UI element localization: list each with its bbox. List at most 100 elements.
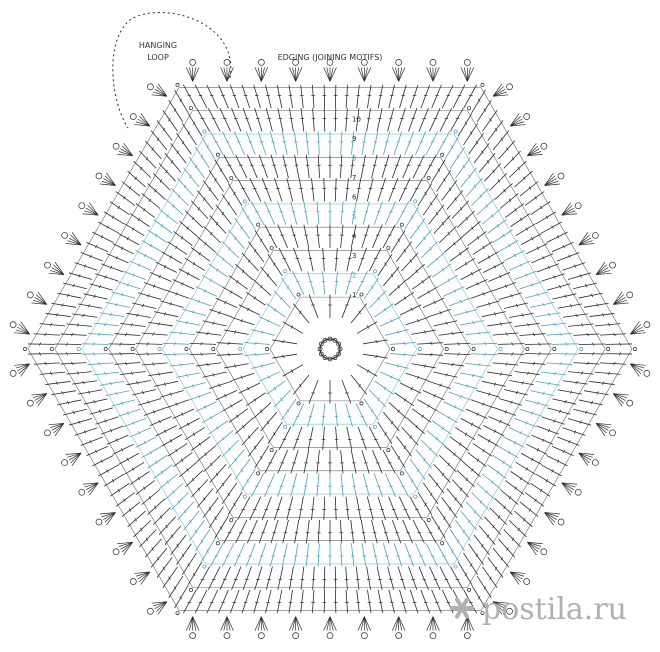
stitch bbox=[428, 380, 451, 389]
stitch-bar bbox=[119, 352, 122, 356]
stitch-bar bbox=[197, 299, 201, 304]
corner-chain bbox=[211, 347, 216, 351]
stitch-bar bbox=[163, 382, 167, 386]
stitch bbox=[282, 154, 289, 179]
stitch-bar bbox=[106, 469, 109, 473]
stitch bbox=[167, 443, 188, 457]
picot bbox=[626, 399, 634, 407]
fan-stitch bbox=[630, 363, 645, 369]
fan-stitch bbox=[32, 393, 47, 399]
stitch-bar bbox=[254, 445, 257, 450]
stitch-bar bbox=[443, 516, 446, 520]
corner-chain bbox=[498, 347, 503, 351]
corner-chain bbox=[386, 448, 391, 453]
stitch-bar bbox=[465, 384, 469, 388]
stitch-bar bbox=[254, 352, 257, 357]
row-outline bbox=[81, 133, 579, 565]
stitch-row bbox=[130, 176, 530, 522]
picot bbox=[463, 59, 471, 66]
stitch bbox=[372, 449, 383, 474]
corner-chain bbox=[440, 541, 445, 546]
stitch-bar bbox=[227, 352, 230, 357]
stitch bbox=[406, 417, 425, 435]
stitch bbox=[444, 445, 463, 462]
stitch-bar bbox=[453, 289, 457, 293]
stitch-bar bbox=[538, 342, 541, 346]
stitch-bar bbox=[430, 201, 433, 206]
stitch bbox=[552, 398, 577, 405]
stitch-bar bbox=[240, 468, 243, 473]
stitch-bar bbox=[447, 278, 450, 283]
fan-stitch bbox=[357, 616, 365, 631]
stitch-bar bbox=[515, 303, 519, 308]
stitch-bar bbox=[183, 509, 187, 514]
stitch-bar bbox=[464, 432, 468, 436]
fan-stitch bbox=[510, 571, 523, 580]
corner-chain bbox=[399, 471, 404, 476]
stitch-bar bbox=[487, 439, 491, 443]
stitch bbox=[583, 390, 609, 396]
stitch bbox=[317, 519, 321, 544]
stitch-bar bbox=[519, 217, 523, 222]
stitch-bar bbox=[465, 310, 469, 314]
edging-fan bbox=[129, 571, 151, 585]
stitch bbox=[463, 84, 477, 109]
corner-chain bbox=[175, 82, 180, 87]
fan-stitch bbox=[613, 299, 628, 305]
stitch bbox=[452, 84, 466, 109]
stitch-bar bbox=[377, 397, 380, 402]
stitch bbox=[246, 519, 258, 544]
stitch-bar bbox=[502, 233, 505, 238]
stitch-bar bbox=[508, 243, 511, 248]
picot bbox=[626, 291, 634, 299]
stitch-bar bbox=[246, 215, 249, 219]
stitch bbox=[135, 203, 155, 218]
stitch bbox=[202, 180, 219, 201]
stitch bbox=[250, 473, 265, 497]
fan-stitch bbox=[15, 329, 30, 335]
stitch-bar bbox=[607, 371, 611, 376]
stitch bbox=[547, 283, 571, 291]
stitch bbox=[307, 247, 314, 272]
stitch bbox=[231, 108, 242, 132]
stitch bbox=[535, 473, 557, 487]
stitch bbox=[188, 391, 212, 401]
stitch bbox=[169, 362, 195, 367]
stitch bbox=[471, 89, 486, 113]
stitch bbox=[238, 304, 261, 316]
stitch bbox=[298, 177, 304, 202]
stitch bbox=[340, 224, 344, 248]
stitch-bar bbox=[441, 268, 444, 272]
stitch-bar bbox=[435, 482, 439, 487]
fan-stitch bbox=[561, 202, 571, 216]
stitch bbox=[277, 201, 287, 225]
stitch-bar bbox=[215, 221, 219, 226]
stitch-bar bbox=[453, 241, 456, 246]
stitch-bar bbox=[172, 490, 175, 494]
stitch bbox=[366, 496, 374, 521]
fan-stitch bbox=[257, 616, 262, 631]
stitch bbox=[207, 566, 221, 591]
stitch-bar bbox=[366, 325, 370, 329]
stitch bbox=[181, 552, 197, 576]
stitch bbox=[194, 84, 208, 109]
stitch bbox=[127, 510, 146, 528]
stitch-bar bbox=[601, 313, 605, 317]
stitch bbox=[182, 382, 206, 390]
corner-chain bbox=[103, 347, 108, 351]
stitch bbox=[473, 534, 490, 555]
stitch bbox=[408, 108, 418, 132]
fan-stitch bbox=[156, 601, 168, 612]
fan-stitch bbox=[226, 67, 231, 82]
stitch bbox=[467, 452, 487, 467]
fan-stitch bbox=[595, 261, 606, 275]
edging-fan bbox=[95, 512, 116, 526]
fan-stitch bbox=[578, 452, 595, 455]
stitch bbox=[334, 84, 337, 109]
stitch bbox=[345, 496, 349, 520]
stitch bbox=[531, 434, 554, 445]
picot bbox=[95, 172, 103, 180]
stitch bbox=[519, 333, 546, 336]
stitch bbox=[149, 416, 172, 427]
stitch bbox=[374, 380, 394, 395]
